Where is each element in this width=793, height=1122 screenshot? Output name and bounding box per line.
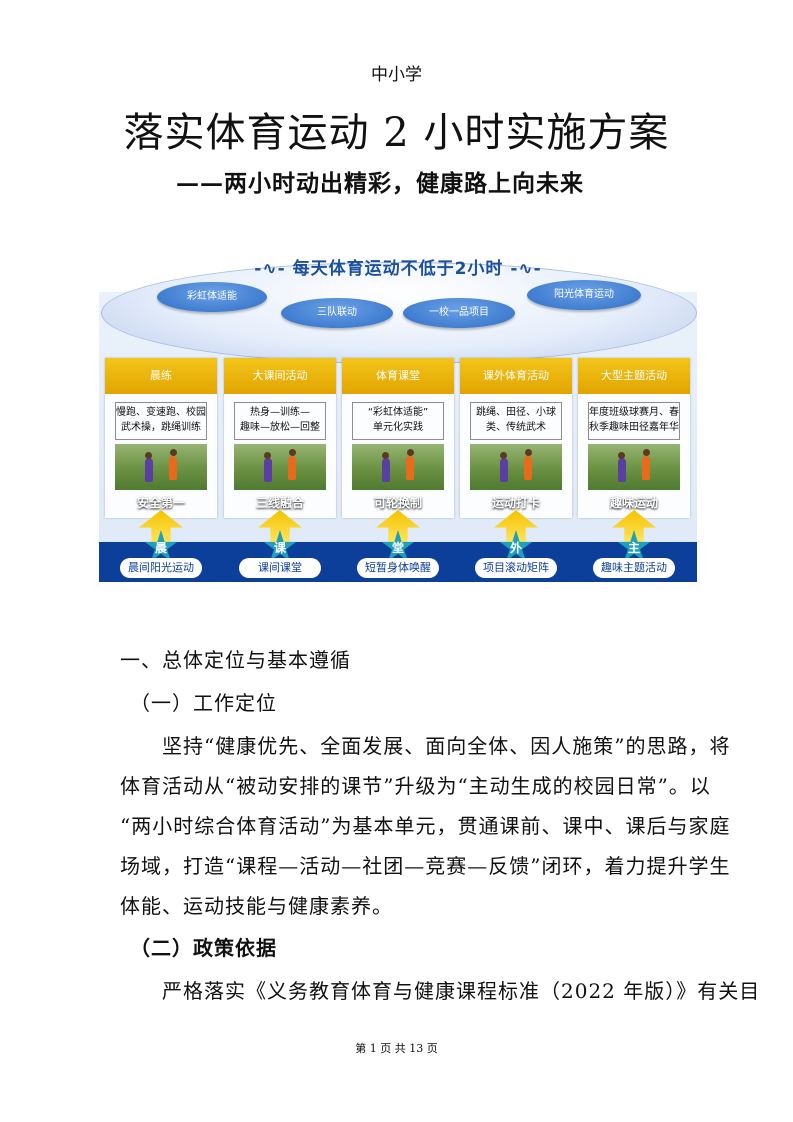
runners-photo [588,444,680,490]
paragraph-line: 体育活动从“被动安排的课节”升级为“主动生成的校园日常”。以 [120,774,711,798]
bubble-item: 阳光体育运动 [527,280,641,310]
description-line: 类、传统武术 [486,422,546,433]
foundation-label: 趣味主题活动 [593,558,675,578]
column-heading: 体育课堂 [342,358,454,394]
paragraph-line: 坚持“健康优先、全面发展、面向全体、因人施策”的思路，将 [120,734,731,758]
description-line: 秋季趣味田径嘉年华 [589,422,679,433]
description-line: 武术操，跳绳训练 [121,422,201,433]
column-description: 热身—训练— 趣味—放松—回整 [234,402,326,440]
paragraph-line: “两小时综合体育活动”为基本单元，贯通课前、课中、课后与家庭 [120,814,731,838]
column-tag: 运动打卡 [491,496,540,510]
foundation-label: 项目滚动矩阵 [475,558,557,578]
description-line: 慢跑、变速跑、校园 [116,407,206,418]
activity-column: 课外体育活动 跳绳、田径、小球 类、传统武术 运动打卡 [460,358,572,518]
activity-column: 晨练 慢跑、变速跑、校园 武术操，跳绳训练 安全第一 [105,358,217,518]
activity-column: 大课间活动 热身—训练— 趣味—放松—回整 三线融合 [224,358,336,518]
school-level-label: 中小学 [371,65,422,85]
foundation-label: 晨间阳光运动 [120,558,202,578]
foundation-label: 短暂身体唤醒 [357,558,439,578]
column-heading: 课外体育活动 [460,358,572,394]
runners-photo [115,444,207,490]
column-description: 跳绳、田径、小球 类、传统武术 [470,402,562,440]
document-title: 落实体育运动 2 小时实施方案 [123,110,670,156]
column-description: 年度班级球赛月、春 秋季趣味田径嘉年华 [588,402,680,440]
column-description: 慢跑、变速跑、校园 武术操，跳绳训练 [115,402,207,440]
runners-photo [470,444,562,490]
document-subtitle: ——两小时动出精彩，健康路上向未来 [176,170,584,197]
description-line: 年度班级球赛月、春 [589,407,679,418]
column-heading: 晨练 [105,358,217,394]
runners-photo [352,444,444,490]
pulse-icon: -∿- [510,259,542,279]
activity-infographic: -∿- 每天体育运动不低于2小时 -∿- 彩虹体适能 三队联动 一校一品项目 阳… [99,252,697,586]
column-heading: 大型主题活动 [578,358,690,394]
activity-column: 大型主题活动 年度班级球赛月、春 秋季趣味田径嘉年华 趣味运动 [578,358,690,518]
column-description: “彩虹体适能” 单元化实践 [352,402,444,440]
section-heading: 一、总体定位与基本遵循 [120,648,351,672]
description-line: 跳绳、田径、小球 [476,407,556,418]
page-footer: 第 1 页 共 13 页 [355,1042,438,1055]
description-line: 热身—训练— [250,407,310,418]
infographic-banner: -∿- 每天体育运动不低于2小时 -∿- [99,254,697,279]
paragraph-line: 场域，打造“课程—活动—社团—竞赛—反馈”闭环，着力提升学生 [120,854,731,878]
pulse-icon: -∿- [254,259,286,279]
column-tag: 安全第一 [136,496,185,510]
bubble-item: 彩虹体适能 [157,282,267,312]
column-tag: 可轮换制 [373,496,422,510]
bubble-item: 三队联动 [281,298,393,328]
infographic-top-ellipse [101,262,697,364]
paragraph-line: 严格落实《义务教育体育与健康课程标准（2022 年版）》有关目 [120,979,761,1003]
banner-text: 每天体育运动不低于2小时 [292,259,504,279]
activity-column: 体育课堂 “彩虹体适能” 单元化实践 可轮换制 [342,358,454,518]
description-line: 单元化实践 [373,422,423,433]
bubble-item: 一校一品项目 [403,298,515,328]
column-tag: 趣味运动 [609,496,658,510]
foundation-label: 课间课堂 [239,558,321,578]
subsection-heading: （一）工作定位 [130,691,277,715]
subsection-heading: （二）政策依据 [130,936,277,960]
runners-photo [234,444,326,490]
paragraph-line: 体能、运动技能与健康素养。 [120,894,393,918]
column-tag: 三线融合 [255,496,304,510]
description-line: 趣味—放松—回整 [240,422,320,433]
column-heading: 大课间活动 [224,358,336,394]
description-line: “彩虹体适能” [367,407,429,418]
